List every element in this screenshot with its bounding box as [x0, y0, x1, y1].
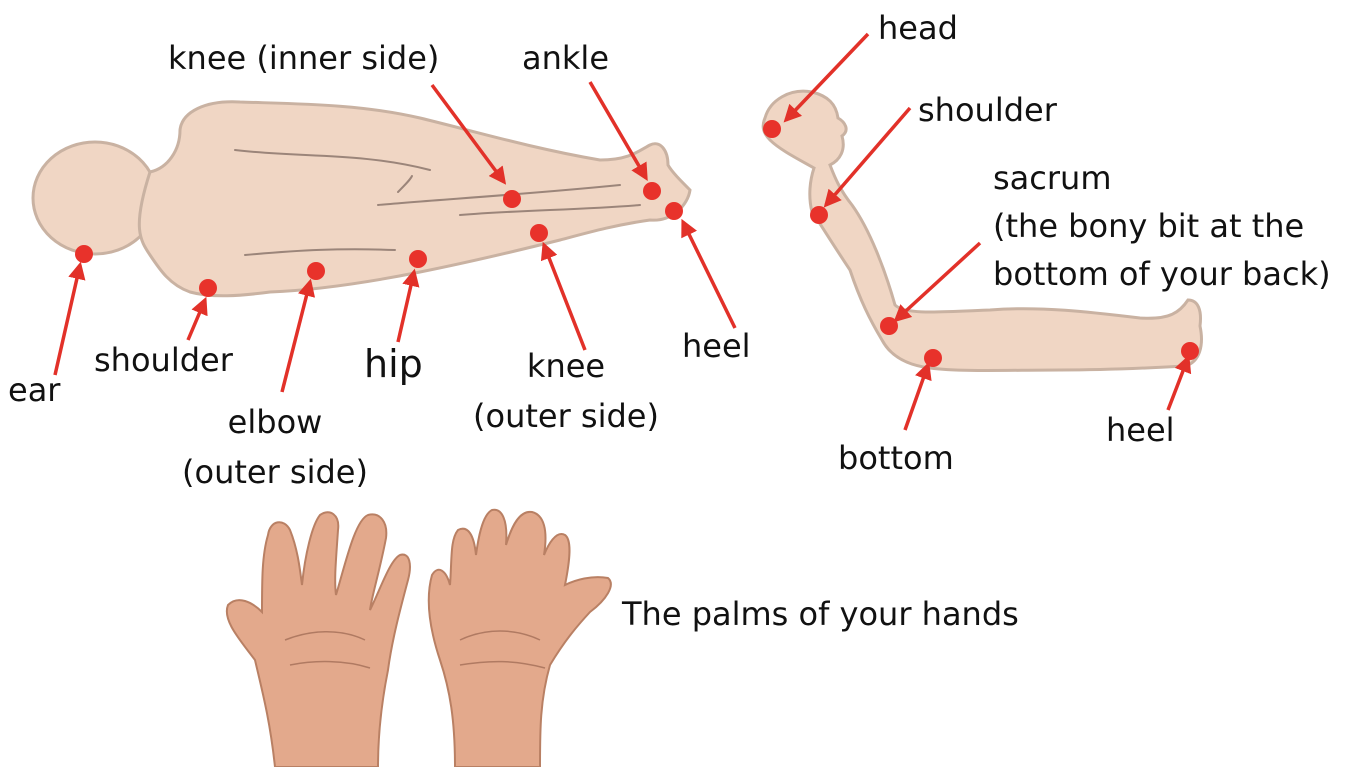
marker-shoulder-sit [810, 206, 828, 224]
marker-ear [75, 245, 93, 263]
label-bottom: bottom [838, 438, 954, 478]
side-body-head [33, 142, 157, 254]
marker-shoulder [199, 279, 217, 297]
label-shoulder-sit: shoulder [918, 90, 1057, 130]
marker-heel-side [665, 202, 683, 220]
marker-elbow [307, 262, 325, 280]
label-knee-outer-line1: knee [466, 346, 666, 386]
marker-knee-inner [503, 190, 521, 208]
label-elbow-line1: elbow [170, 402, 380, 442]
arrow-hip [398, 272, 414, 342]
arrow-ear [55, 265, 80, 375]
arrow-shoulder [188, 300, 205, 340]
marker-ankle [643, 182, 661, 200]
marker-head [763, 120, 781, 138]
label-elbow-line2: (outer side) [170, 452, 380, 492]
arrow-bottom [905, 365, 928, 430]
marker-heel-sit [1181, 342, 1199, 360]
right-hand [429, 510, 611, 767]
marker-sacrum [880, 317, 898, 335]
label-ear: ear [8, 370, 60, 410]
label-knee-outer-line2: (outer side) [466, 396, 666, 436]
label-heel-side: heel [682, 326, 751, 366]
arrow-elbow [282, 282, 310, 392]
marker-bottom [924, 349, 942, 367]
marker-hip [409, 250, 427, 268]
left-hand [227, 512, 410, 767]
label-heel-sit: heel [1106, 410, 1175, 450]
label-ankle: ankle [522, 38, 609, 78]
marker-knee-outer [530, 224, 548, 242]
label-sacrum-line1: sacrum [993, 158, 1111, 198]
label-shoulder: shoulder [94, 340, 233, 380]
arrow-knee-outer [544, 245, 585, 350]
label-head: head [878, 8, 958, 48]
label-sacrum-line3: bottom of your back) [993, 254, 1331, 294]
hands-caption: The palms of your hands [622, 594, 1019, 634]
side-lying-body [33, 102, 690, 296]
label-sacrum-line2: (the bony bit at the [993, 206, 1304, 246]
arrow-sacrum [896, 243, 980, 320]
label-hip: hip [364, 344, 423, 384]
arrow-heel-side [683, 222, 735, 328]
label-knee-inner: knee (inner side) [168, 38, 439, 78]
